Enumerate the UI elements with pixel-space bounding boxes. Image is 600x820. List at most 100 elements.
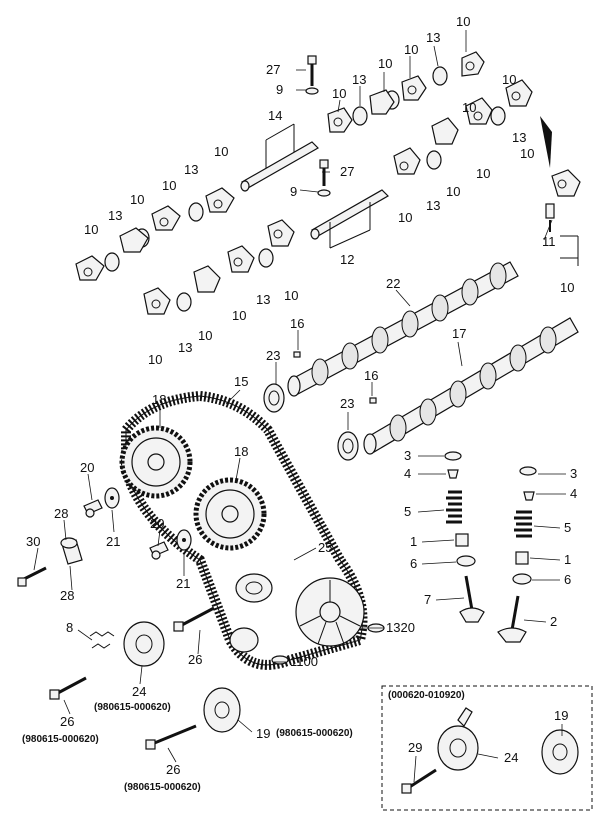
label-18: 18 bbox=[234, 444, 248, 459]
label-20: 20 bbox=[150, 516, 164, 531]
label-3: 3 bbox=[570, 466, 577, 481]
label-25: 25 bbox=[318, 540, 332, 555]
label-24: 24 bbox=[132, 684, 146, 699]
label-4: 4 bbox=[570, 486, 577, 501]
label-24: 24 bbox=[504, 750, 518, 765]
inset-box bbox=[381, 685, 593, 811]
label-13: 13 bbox=[184, 162, 198, 177]
label-10: 10 bbox=[284, 288, 298, 303]
label-20: 20 bbox=[80, 460, 94, 475]
label-23: 23 bbox=[340, 396, 354, 411]
label-13: 13 bbox=[426, 30, 440, 45]
label-1: 1 bbox=[564, 552, 571, 567]
bushing-28 bbox=[60, 537, 83, 565]
rocker-arm-single bbox=[545, 169, 581, 266]
inset-tensioner-24 bbox=[437, 707, 479, 771]
washer-21-lower bbox=[176, 529, 192, 551]
label-22: 22 bbox=[386, 276, 400, 291]
label-1320: 1320 bbox=[386, 620, 415, 635]
inset-bolt-29 bbox=[401, 768, 437, 794]
label-13: 13 bbox=[352, 72, 366, 87]
label-18: 18 bbox=[152, 392, 166, 407]
label-10: 10 bbox=[560, 280, 574, 295]
label-10: 10 bbox=[446, 184, 460, 199]
label-19: 19 bbox=[256, 726, 270, 741]
label-10: 10 bbox=[462, 100, 476, 115]
idler-19 bbox=[203, 687, 241, 733]
label-26: 26 bbox=[188, 652, 202, 667]
label-11: 11 bbox=[542, 234, 556, 249]
label-14: 14 bbox=[268, 108, 282, 123]
label-10: 10 bbox=[198, 328, 212, 343]
label-6: 6 bbox=[564, 572, 571, 587]
rocker-arm-group-upper-right bbox=[327, 51, 485, 133]
leader-lines bbox=[33, 30, 566, 783]
bolt-26-lower bbox=[145, 724, 197, 750]
rocker-arm-group-upper-left bbox=[75, 187, 235, 281]
label-23: 23 bbox=[266, 348, 280, 363]
label-date-range-a: (980615-000620) bbox=[124, 782, 201, 793]
cam-sprocket-18-upper bbox=[119, 425, 193, 499]
label-4: 4 bbox=[404, 466, 411, 481]
label-date-range-a: (980615-000620) bbox=[22, 734, 99, 745]
label-28: 28 bbox=[54, 506, 68, 521]
keys-16 bbox=[293, 351, 377, 404]
label-5: 5 bbox=[564, 520, 571, 535]
crank-pulley-25 bbox=[295, 577, 365, 647]
label-27: 27 bbox=[340, 164, 354, 179]
label-10: 10 bbox=[232, 308, 246, 323]
label-10: 10 bbox=[148, 352, 162, 367]
label-21: 21 bbox=[176, 576, 190, 591]
label-13: 13 bbox=[108, 208, 122, 223]
label-10: 10 bbox=[502, 72, 516, 87]
washer-21-upper bbox=[104, 487, 120, 509]
label-12: 12 bbox=[340, 252, 354, 267]
bolt-26-left bbox=[49, 676, 87, 700]
label-10: 10 bbox=[398, 210, 412, 225]
label-10: 10 bbox=[456, 14, 470, 29]
rocker-arm-group-right bbox=[393, 79, 533, 175]
label-26: 26 bbox=[166, 762, 180, 777]
label-9: 9 bbox=[276, 82, 283, 97]
label-6: 6 bbox=[410, 556, 417, 571]
rocker-shaft-12 bbox=[310, 189, 389, 249]
label-10: 10 bbox=[378, 56, 392, 71]
label-date-range-b: (000620-010920) bbox=[388, 690, 465, 701]
label-10: 10 bbox=[84, 222, 98, 237]
label-8: 8 bbox=[66, 620, 73, 635]
rocker-arm-group-lower bbox=[143, 219, 295, 315]
label-13: 13 bbox=[512, 130, 526, 145]
bolt-26-center bbox=[173, 606, 215, 632]
spring-8 bbox=[89, 631, 115, 649]
camshaft-22 bbox=[287, 261, 519, 397]
label-2: 2 bbox=[550, 614, 557, 629]
label-21: 21 bbox=[106, 534, 120, 549]
label-1100: 1100 bbox=[290, 654, 318, 669]
bolt-27-lower bbox=[317, 159, 331, 197]
cam-sprocket-18-lower bbox=[193, 477, 267, 551]
tensioner-24 bbox=[123, 621, 165, 667]
label-13: 13 bbox=[256, 292, 270, 307]
bolt-20-lower bbox=[149, 541, 169, 560]
label-27: 27 bbox=[266, 62, 280, 77]
label-3: 3 bbox=[404, 448, 411, 463]
label-10: 10 bbox=[214, 144, 228, 159]
label-26: 26 bbox=[60, 714, 74, 729]
label-13: 13 bbox=[426, 198, 440, 213]
bolt-27-upper bbox=[305, 55, 319, 95]
label-1: 1 bbox=[410, 534, 417, 549]
label-29: 29 bbox=[408, 740, 422, 755]
label-10: 10 bbox=[162, 178, 176, 193]
label-19: 19 bbox=[554, 708, 568, 723]
label-date-range-a: (980615-000620) bbox=[276, 728, 353, 739]
label-17: 17 bbox=[452, 326, 466, 341]
label-16: 16 bbox=[364, 368, 378, 383]
bolt-20-upper bbox=[83, 499, 103, 518]
label-7: 7 bbox=[424, 592, 431, 607]
label-10: 10 bbox=[520, 146, 534, 161]
rocker-shaft-14 bbox=[240, 123, 319, 192]
label-16: 16 bbox=[290, 316, 304, 331]
label-28: 28 bbox=[60, 588, 74, 603]
